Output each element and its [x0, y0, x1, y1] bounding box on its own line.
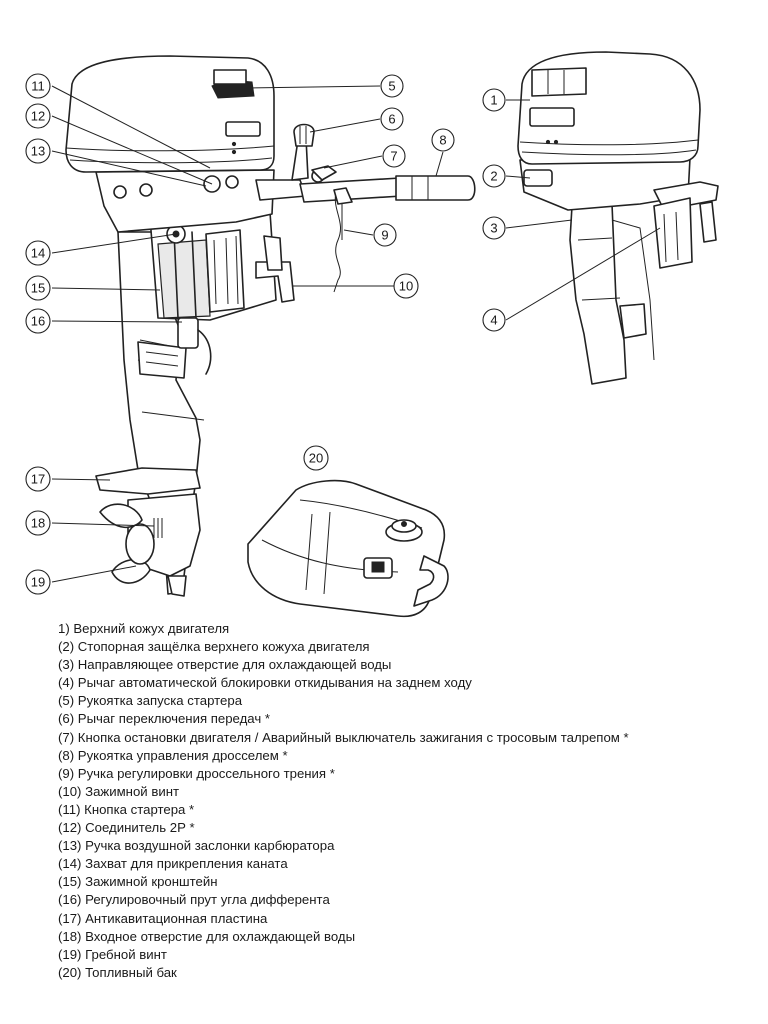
legend-item-2: (2) Стопорная защёлка верхнего кожуха дв…	[58, 639, 370, 655]
leader-2	[505, 175, 531, 179]
motor-rear-view	[517, 51, 719, 385]
callout-17: 17	[25, 466, 51, 492]
svg-text:3: 3	[490, 221, 497, 236]
leader-9	[343, 229, 374, 236]
svg-text:5: 5	[388, 79, 395, 94]
legend-item-1: 1) Верхний кожух двигателя	[58, 621, 230, 636]
callout-16: 16	[25, 308, 51, 334]
svg-text:17: 17	[31, 472, 45, 487]
legend-item-20: (20) Топливный бак	[58, 964, 177, 980]
legend-item-13: (13) Ручка воздушной заслонки карбюратор…	[58, 838, 335, 854]
svg-text:12: 12	[31, 109, 45, 124]
callout-14: 14	[25, 240, 51, 266]
callout-6: 6	[380, 107, 404, 131]
leader-14	[51, 233, 177, 254]
legend-item-7: (7) Кнопка остановки двигателя / Аварийн…	[58, 729, 629, 745]
leader-13	[51, 150, 207, 187]
legend-item-12: (12) Соединитель 2Р *	[58, 820, 195, 836]
svg-text:9: 9	[381, 228, 388, 243]
legend-item-10: (10) Зажимной винт	[58, 783, 180, 799]
callout-10: 10	[393, 273, 419, 299]
svg-text:20: 20	[309, 451, 323, 466]
svg-text:6: 6	[388, 112, 395, 127]
svg-text:8: 8	[439, 133, 446, 148]
legend-item-4: (4) Рычаг автоматической блокировки отки…	[58, 675, 472, 691]
legend-item-11: (11) Кнопка стартера *	[58, 801, 195, 817]
callout-15: 15	[25, 275, 51, 301]
callout-11: 11	[25, 73, 51, 99]
callout-1: 1	[482, 88, 506, 112]
leader-12	[51, 115, 213, 185]
svg-text:15: 15	[31, 281, 45, 296]
svg-text:11: 11	[31, 79, 45, 94]
svg-text:2: 2	[490, 169, 497, 184]
leader-5	[247, 85, 381, 89]
motor-side-view	[65, 55, 476, 597]
legend-item-16: (16) Регулировочный прут угла дифферента	[58, 892, 330, 908]
leader-8	[435, 151, 444, 177]
callout-13: 13	[25, 138, 51, 164]
legend-item-6: (6) Рычаг переключения передач *	[58, 711, 271, 727]
svg-text:19: 19	[31, 575, 45, 590]
svg-text:10: 10	[399, 279, 413, 294]
legend-item-5: (5) Рукоятка запуска стартера	[58, 693, 243, 709]
svg-text:7: 7	[390, 149, 397, 164]
legend-item-19: (19) Гребной винт	[58, 946, 167, 962]
leader-18	[51, 522, 155, 527]
legend-item-15: (15) Зажимной кронштейн	[58, 874, 218, 890]
callout-12: 12	[25, 103, 51, 129]
leader-7	[323, 155, 383, 169]
outboard-motor-diagram: 1 2 3 4 5 6 7 8 9 10 11 12 13 14 15 16 1…	[25, 51, 719, 618]
fuel-tank	[247, 479, 449, 618]
svg-text:1: 1	[490, 93, 497, 108]
callout-19: 19	[25, 569, 51, 595]
leader-17	[51, 478, 111, 481]
legend-item-17: (17) Антикавитационная пластина	[58, 910, 268, 926]
leader-19	[51, 565, 137, 583]
callout-3: 3	[482, 216, 506, 240]
legend-item-3: (3) Направляющее отверстие для охлаждающ…	[58, 657, 392, 673]
leader-16	[51, 320, 183, 323]
legend-item-8: (8) Рукоятка управления дросселем *	[58, 747, 288, 763]
svg-text:14: 14	[31, 246, 45, 261]
leader-3	[505, 219, 573, 229]
legend-item-14: (14) Захват для прикрепления каната	[58, 856, 288, 872]
leader-15	[51, 287, 161, 291]
callout-5: 5	[380, 74, 404, 98]
leader-lines	[51, 85, 661, 583]
callout-2: 2	[482, 164, 506, 188]
callout-8: 8	[431, 128, 455, 152]
callout-7: 7	[382, 144, 406, 168]
svg-text:16: 16	[31, 314, 45, 329]
leader-4	[505, 227, 661, 321]
svg-text:13: 13	[31, 144, 45, 159]
leader-6	[309, 118, 381, 133]
svg-text:4: 4	[490, 313, 497, 328]
svg-text:18: 18	[31, 516, 45, 531]
callout-18: 18	[25, 510, 51, 536]
callout-4: 4	[482, 308, 506, 332]
leader-11	[51, 85, 211, 169]
callout-9: 9	[373, 223, 397, 247]
callout-20: 20	[303, 445, 329, 471]
parts-legend: 1) Верхний кожух двигателя (2) Стопорная…	[58, 620, 748, 982]
legend-item-9: (9) Ручка регулировки дроссельного трени…	[58, 765, 335, 781]
legend-item-18: (18) Входное отверстие для охлаждающей в…	[58, 928, 356, 944]
